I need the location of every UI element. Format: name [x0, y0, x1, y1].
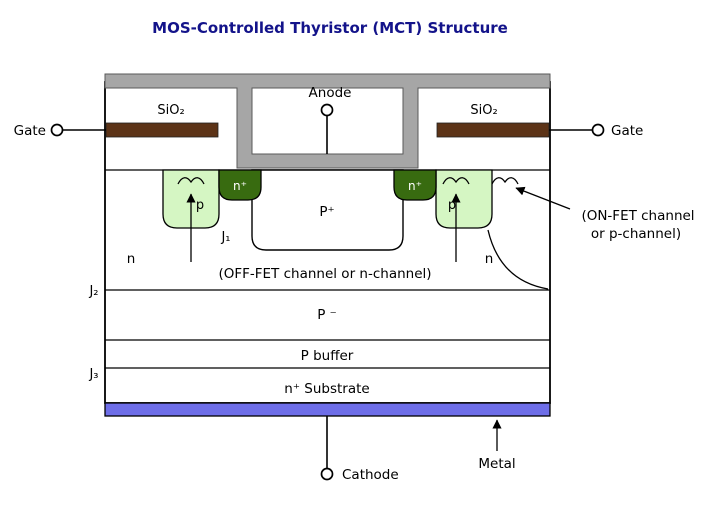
on-fet-annotation-line1: (ON-FET channel — [581, 208, 694, 224]
gate-label-right: Gate — [611, 123, 643, 139]
p-well-label-left: p — [196, 198, 204, 213]
p-buffer-label: P buffer — [301, 348, 354, 364]
channel-mark-right — [442, 177, 470, 185]
p-well-label-right: p — [448, 198, 456, 213]
anode-terminal — [320, 103, 334, 117]
j3-label: J₃ — [88, 367, 98, 382]
n-plus-region-right — [393, 169, 437, 201]
p-minus-label: P ⁻ — [317, 307, 337, 323]
channel-mark-left — [177, 177, 205, 185]
anode-metal — [104, 73, 551, 169]
anode-label: Anode — [309, 85, 352, 101]
sio2-label-left: SiO₂ — [157, 103, 184, 118]
gate-terminal-right — [591, 123, 605, 137]
n-region-boundary-curve — [487, 229, 549, 290]
gate-label-left: Gate — [14, 123, 46, 139]
on-fet-annotation-line2: or p-channel) — [591, 226, 681, 242]
cathode-terminal — [320, 467, 334, 481]
p-plus-region — [251, 169, 404, 251]
gate-electrode-left — [105, 122, 219, 138]
j2-label: J₂ — [88, 284, 98, 299]
diagram-title: MOS-Controlled Thyristor (MCT) Structure — [152, 19, 508, 37]
metal-label: Metal — [478, 456, 515, 472]
n-plus-region-left — [218, 169, 262, 201]
p-well-right — [435, 169, 493, 229]
n-substrate-label: n⁺ Substrate — [284, 381, 369, 397]
off-fet-annotation: (OFF-FET channel or n-channel) — [218, 266, 431, 282]
cathode-label: Cathode — [342, 467, 399, 483]
on-fet-arrow — [515, 186, 571, 210]
p-plus-label: P⁺ — [319, 204, 334, 220]
j1-label: J₁ — [220, 230, 230, 245]
n-base-label-left: n — [127, 251, 136, 267]
n-plus-label-right: n⁺ — [408, 179, 422, 193]
n-base-label-right: n — [485, 251, 494, 267]
gate-electrode-right — [436, 122, 550, 138]
gate-terminal-left — [50, 123, 64, 137]
n-plus-label-left: n⁺ — [233, 179, 247, 193]
channel-mark-onfet — [491, 177, 519, 185]
sio2-label-right: SiO₂ — [470, 103, 497, 118]
cathode-metal — [104, 402, 551, 417]
